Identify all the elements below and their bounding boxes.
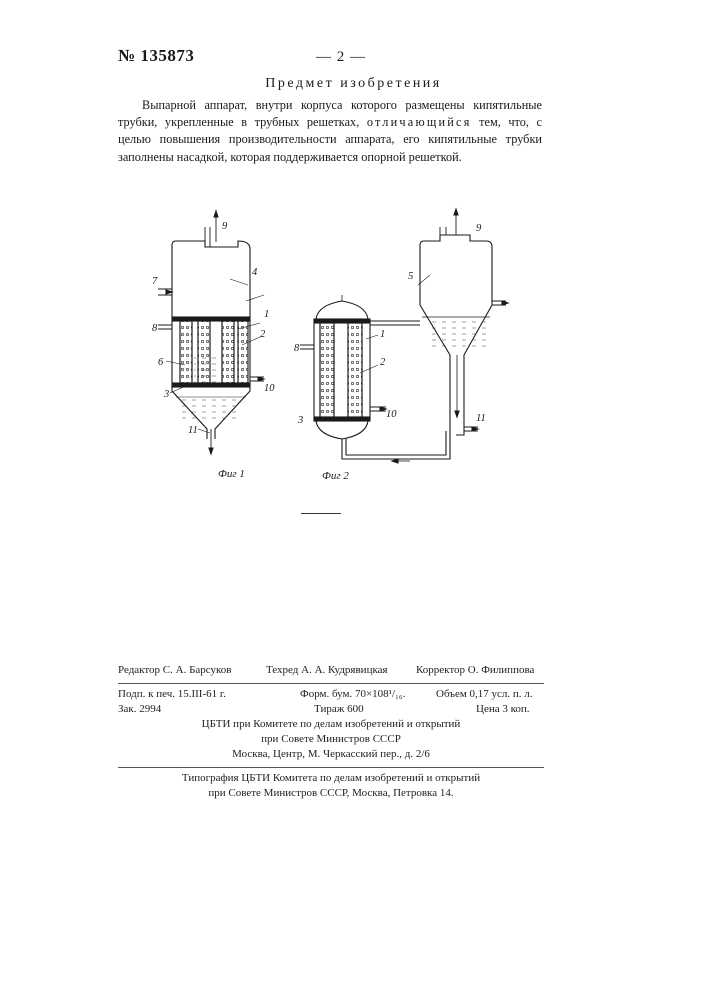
imprint-order: Зак. 2994 — [118, 703, 161, 715]
imprint-format: Форм. бум. 70×108¹/₁₆. — [300, 688, 405, 700]
imprint-signed: Подп. к печ. 15.III-61 г. — [118, 688, 226, 700]
section-title: Предмет изобретения — [0, 76, 707, 92]
label-3-fig1: 3 — [163, 389, 169, 400]
imprint: Редактор С. А. Барсуков Техред А. А. Куд… — [118, 664, 544, 802]
label-9-fig1: 9 — [222, 221, 228, 232]
page-number: — 2 — — [316, 49, 366, 66]
imprint-print-1: Типография ЦБТИ Комитета по делам изобре… — [118, 772, 544, 784]
patent-drawing: 9 4 7 8 1 2 6 3 10 11 Фиг 1 — [130, 205, 550, 495]
imprint-corrector: Корректор О. Филиппова — [416, 664, 534, 676]
label-6: 6 — [158, 357, 164, 368]
label-9-fig2: 9 — [476, 223, 482, 234]
label-8-fig1: 8 — [152, 323, 158, 334]
imprint-rule-bottom — [118, 767, 544, 768]
label-10-fig1: 10 — [264, 383, 275, 394]
label-11-fig1: 11 — [188, 425, 198, 436]
label-11-fig2: 11 — [476, 413, 486, 424]
imprint-print-run: Тираж 600 — [314, 703, 364, 715]
label-2-fig2: 2 — [380, 357, 386, 368]
figure-2 — [300, 209, 508, 463]
imprint-org-3: Москва, Центр, М. Черкасский пер., д. 2/… — [118, 748, 544, 760]
separator-rule — [301, 513, 341, 514]
patent-number: № 135873 — [118, 46, 194, 66]
imprint-org-2: при Совете Министров СССР — [118, 733, 544, 745]
label-4: 4 — [252, 267, 258, 278]
label-1-fig2: 1 — [380, 329, 385, 340]
label-3-fig2: 3 — [297, 415, 303, 426]
label-8-fig2: 8 — [294, 343, 300, 354]
label-5: 5 — [408, 271, 413, 282]
imprint-volume: Объем 0,17 усл. п. л. — [436, 688, 533, 700]
claim-spaced-word: отличающийся — [367, 115, 472, 129]
imprint-print-2: при Совете Министров СССР, Москва, Петро… — [118, 787, 544, 799]
figure-1 — [158, 211, 264, 454]
label-1-fig1: 1 — [264, 309, 269, 320]
label-7: 7 — [152, 276, 158, 287]
claim-text: Выпарной аппарат, внутри корпуса которог… — [118, 97, 542, 166]
fig2-caption: Фиг 2 — [322, 470, 349, 482]
imprint-rule-top — [118, 683, 544, 684]
label-2-fig1: 2 — [260, 329, 266, 340]
fig1-caption: Фиг 1 — [218, 468, 245, 480]
label-10-fig2: 10 — [386, 409, 397, 420]
imprint-org-1: ЦБТИ при Комитете по делам изобретений и… — [118, 718, 544, 730]
imprint-price: Цена 3 коп. — [476, 703, 530, 715]
imprint-techred: Техред А. А. Кудрявицкая — [266, 664, 388, 676]
imprint-editor: Редактор С. А. Барсуков — [118, 664, 232, 676]
